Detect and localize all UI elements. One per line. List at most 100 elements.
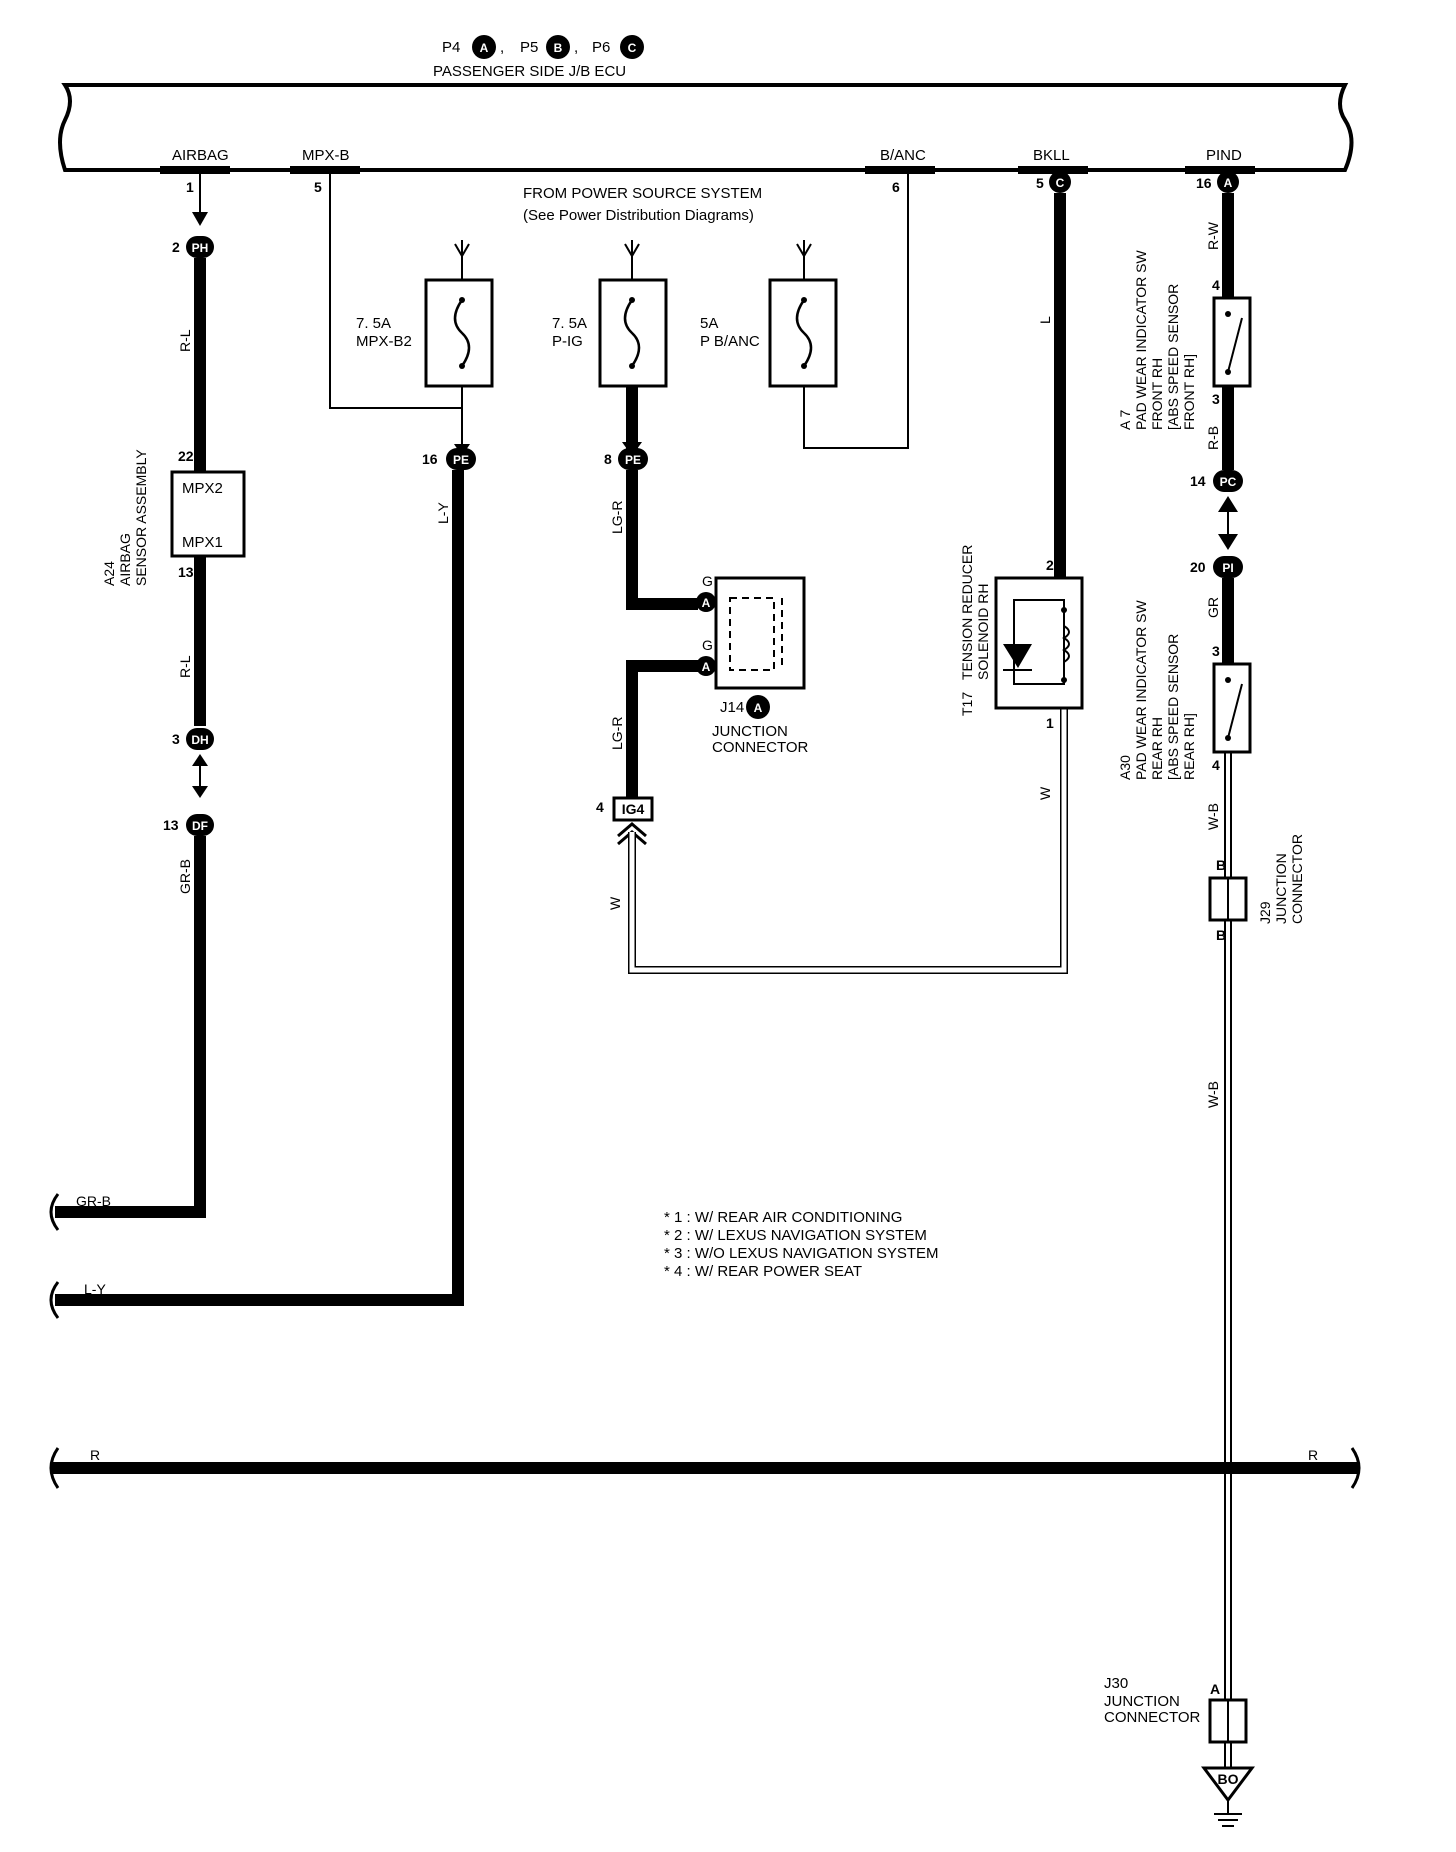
svg-text:* 3 : W/O LEXUS NAVIGATION SYS: * 3 : W/O LEXUS NAVIGATION SYSTEM [664, 1245, 939, 1262]
svg-text:REAR RH: REAR RH [1149, 717, 1165, 780]
connector-p5-badge [546, 35, 570, 59]
ecu-body [58, 83, 1354, 172]
svg-text:A24: A24 [101, 561, 117, 586]
connector-pe-16: 16 PE [422, 448, 476, 470]
svg-text:PH: PH [192, 241, 209, 255]
svg-text:P-IG: P-IG [552, 333, 583, 350]
svg-text:P B/ANC: P B/ANC [700, 333, 760, 350]
svg-text:PAD WEAR INDICATOR SW: PAD WEAR INDICATOR SW [1133, 250, 1149, 430]
connector-p4-badge [472, 35, 496, 59]
power-source-subtitle: (See Power Distribution Diagrams) [523, 207, 754, 224]
svg-text:A: A [702, 596, 711, 610]
svg-text:FRONT RH: FRONT RH [1149, 358, 1165, 430]
fuse-p-banc: 5A P B/ANC [700, 240, 838, 388]
ground-bo: BO [1201, 1766, 1255, 1827]
wire-color-gr-b-out: GR-B [76, 1193, 111, 1209]
ecu-header-connectors: P4 A , P5 B , P6 C PASSENGER SIDE J/B EC… [433, 35, 644, 80]
svg-text:* 2 : W/ LEXUS NAVIGATION SYST: * 2 : W/ LEXUS NAVIGATION SYSTEM [664, 1227, 927, 1244]
svg-text:MPX-B2: MPX-B2 [356, 333, 412, 350]
pin-airbag: 1 [186, 179, 194, 195]
svg-text:3: 3 [172, 731, 180, 747]
wire-color-r-l-top: R-L [177, 329, 193, 352]
svg-text:16: 16 [422, 451, 438, 467]
svg-text:A: A [1210, 1681, 1220, 1697]
connector-p4-letter: A [480, 41, 489, 55]
svg-text:TENSION REDUCER: TENSION REDUCER [959, 545, 975, 680]
svg-text:DH: DH [191, 733, 208, 747]
svg-text:J29: J29 [1257, 901, 1273, 924]
wire-color-gr: GR [1205, 597, 1221, 618]
svg-text:PC: PC [1220, 475, 1237, 489]
svg-text:G: G [702, 573, 713, 589]
terminal-banc: B/ANC [880, 147, 926, 164]
svg-text:1: 1 [1046, 715, 1054, 731]
svg-text:J30: J30 [1104, 1675, 1128, 1692]
wire-color-r-b: R-B [1205, 426, 1221, 450]
svg-text:5A: 5A [700, 315, 718, 332]
pin-pind: 16 [1196, 175, 1212, 191]
svg-text:SENSOR ASSEMBLY: SENSOR ASSEMBLY [133, 449, 149, 586]
svg-text:PE: PE [625, 453, 641, 467]
wire-color-lg-r-top: LG-R [609, 501, 625, 534]
svg-text:A30: A30 [1117, 755, 1133, 780]
notes: * 1 : W/ REAR AIR CONDITIONING * 2 : W/ … [664, 1209, 939, 1280]
svg-text:DF: DF [192, 819, 208, 833]
wire-color-r-l-bottom: R-L [177, 655, 193, 678]
wire-color-r-left: R [90, 1447, 100, 1463]
svg-text:CONNECTOR: CONNECTOR [1289, 834, 1305, 924]
connector-ig4: 4 IG4 [596, 796, 654, 822]
svg-text:IG4: IG4 [622, 801, 645, 817]
wire-color-w-left: W [607, 896, 623, 910]
connector-p5-letter: B [554, 41, 563, 55]
svg-text:JUNCTION: JUNCTION [1273, 853, 1289, 924]
a30-pad-wear-indicator-rear-rh: 3 4 A30 PAD WEAR INDICATOR SW REAR RH [A… [1117, 600, 1252, 780]
svg-text:A: A [754, 701, 763, 715]
wire-color-l: L [1037, 316, 1053, 324]
svg-text:REAR RH]: REAR RH] [1181, 713, 1197, 780]
svg-text:MPX1: MPX1 [182, 534, 223, 551]
svg-text:* 4 : W/ REAR POWER SEAT: * 4 : W/ REAR POWER SEAT [664, 1263, 862, 1280]
svg-text:BO: BO [1218, 1771, 1239, 1787]
svg-text:4: 4 [1212, 277, 1220, 293]
svg-text:G: G [702, 637, 713, 653]
svg-text:PE: PE [453, 453, 469, 467]
svg-text:4: 4 [596, 799, 604, 815]
wire-color-w-b-lower: W-B [1205, 1081, 1221, 1108]
svg-text:B: B [1216, 857, 1226, 873]
svg-text:14: 14 [1190, 473, 1206, 489]
svg-text:PI: PI [1222, 561, 1233, 575]
power-source-title: FROM POWER SOURCE SYSTEM [523, 185, 762, 202]
wire-color-w-b-upper: W-B [1205, 803, 1221, 830]
wire-color-gr-b: GR-B [177, 859, 193, 894]
fuse-p-ig: 7. 5A P-IG [552, 240, 668, 388]
svg-text:CONNECTOR: CONNECTOR [1104, 1709, 1201, 1726]
svg-text:2: 2 [1046, 557, 1054, 573]
terminal-mpxb: MPX-B [302, 147, 350, 164]
pin-mpxb: 5 [314, 179, 322, 195]
wire-color-w-t17: W [1037, 786, 1053, 800]
svg-text:3: 3 [1212, 391, 1220, 407]
svg-text:CONNECTOR: CONNECTOR [712, 739, 809, 756]
pin-banc: 6 [892, 179, 900, 195]
wire-color-l-y-out: L-Y [84, 1281, 106, 1297]
pin-bkll-connector: C [1056, 176, 1065, 190]
pin-pind-connector: A [1224, 176, 1233, 190]
terminal-pind: PIND [1206, 147, 1242, 164]
svg-text:PAD WEAR INDICATOR SW: PAD WEAR INDICATOR SW [1133, 600, 1149, 780]
j29-junction-connector: B B J29 JUNCTION CONNECTOR [1208, 834, 1305, 943]
connector-p4-label: P4 [442, 39, 460, 56]
airbag-sensor-assembly: 22 MPX2 MPX1 13 A24 AIRBAG SENSOR ASSEMB… [101, 448, 246, 586]
connector-ph: 2 PH [172, 236, 214, 258]
ecu-name: PASSENGER SIDE J/B ECU [433, 63, 626, 80]
j30-junction-connector: A J30 JUNCTION CONNECTOR [1104, 1675, 1248, 1744]
connector-df: 13 DF [163, 814, 214, 836]
j14-junction-connector: A A G G J14 A JUNCTION CONNECTOR [696, 573, 809, 756]
svg-text:J14: J14 [720, 699, 744, 716]
wire-color-lg-r-bottom: LG-R [609, 717, 625, 750]
svg-text:JUNCTION: JUNCTION [1104, 1693, 1180, 1710]
pin-bkll: 5 [1036, 175, 1044, 191]
wire-color-r-right: R [1308, 1447, 1318, 1463]
svg-text:AIRBAG: AIRBAG [117, 533, 133, 586]
svg-text:3: 3 [1212, 643, 1220, 659]
